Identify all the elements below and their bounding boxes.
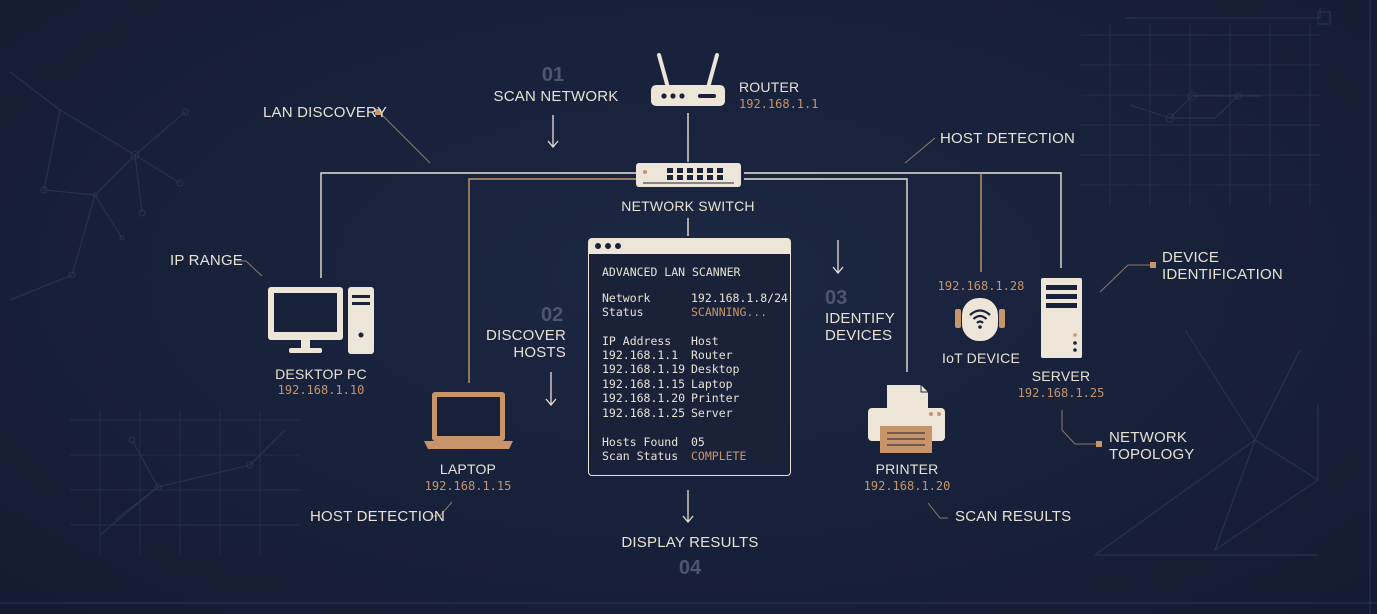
scanner-title-bar xyxy=(589,239,790,254)
iot-device-icon xyxy=(955,298,1005,341)
desktop-ip: 192.168.1.10 xyxy=(277,383,365,397)
iot-ip: 192.168.1.28 xyxy=(937,279,1025,293)
annotation-host-detection-bottom: HOST DETECTION xyxy=(310,508,446,525)
table-row-host: Printer xyxy=(691,391,740,405)
switch-icon xyxy=(636,163,741,187)
step-label-devices: DEVICES xyxy=(825,327,893,344)
status-value: SCANNING... xyxy=(691,305,768,319)
scanner-title: ADVANCED LAN SCANNER xyxy=(602,265,741,279)
hosts-found-label: Hosts Found xyxy=(602,435,679,449)
hosts-found-value: 05 xyxy=(691,435,705,449)
annotation-leaders xyxy=(237,112,1150,519)
window-dot-icon xyxy=(615,243,621,249)
table-row-ip: 192.168.1.20 xyxy=(602,391,686,405)
network-value: 192.168.1.8/24 xyxy=(691,291,788,305)
iot-name: IoT DEVICE xyxy=(942,350,1020,366)
scan-status-label: Scan Status xyxy=(602,449,679,463)
step-label-identify: IDENTIFY xyxy=(825,310,895,327)
server-name: SERVER xyxy=(1031,368,1091,384)
network-label: Network xyxy=(602,291,651,305)
scan-status-value: COMPLETE xyxy=(691,449,747,463)
step-label-scan-network: SCAN NETWORK xyxy=(493,88,619,105)
table-row-host: Laptop xyxy=(691,377,733,391)
router-ip: 192.168.1.1 xyxy=(739,97,819,111)
server-icon xyxy=(1041,278,1082,358)
step-label-hosts: HOSTS xyxy=(513,344,566,361)
column-header-host: Host xyxy=(691,334,719,348)
router-icon xyxy=(651,53,725,106)
status-label: Status xyxy=(602,305,644,319)
laptop-icon xyxy=(424,392,513,449)
annotation-ip-range: IP RANGE xyxy=(170,252,244,269)
server-ip: 192.168.1.25 xyxy=(1017,386,1105,400)
annotation-network-topology: NETWORK xyxy=(1109,429,1188,446)
step-label-display-results: DISPLAY RESULTS xyxy=(621,534,759,551)
table-row-host: Desktop xyxy=(691,362,740,376)
annotation-device-identification-2: IDENTIFICATION xyxy=(1162,266,1283,283)
step-number-03: 03 xyxy=(825,287,848,309)
annotation-scan-results: SCAN RESULTS xyxy=(955,508,1072,525)
flow-arrows xyxy=(545,115,844,524)
annotation-lan-discovery: LAN DISCOVERY xyxy=(263,104,388,121)
annotation-device-identification: DEVICE xyxy=(1162,249,1220,266)
window-dot-icon xyxy=(595,243,601,249)
table-row-ip: 192.168.1.19 xyxy=(602,362,686,376)
step-number-04: 04 xyxy=(678,557,702,579)
scanner-window: ADVANCED LAN SCANNER Network 192.168.1.8… xyxy=(588,238,791,476)
table-row-ip: 192.168.1.25 xyxy=(602,406,686,420)
desktop-name: DESKTOP PC xyxy=(275,366,367,382)
table-row-host: Server xyxy=(691,406,733,420)
router-name: ROUTER xyxy=(739,79,800,95)
table-row-host: Router xyxy=(691,348,733,362)
laptop-ip: 192.168.1.15 xyxy=(424,479,512,493)
printer-icon xyxy=(868,385,945,453)
desktop-pc-icon xyxy=(268,287,374,354)
table-row-ip: 192.168.1.1 xyxy=(602,348,679,362)
column-header-ip: IP Address xyxy=(602,334,672,348)
printer-ip: 192.168.1.20 xyxy=(863,479,951,493)
laptop-name: LAPTOP xyxy=(439,461,497,477)
network-cables xyxy=(320,113,1062,383)
annotation-network-topology-2: TOPOLOGY xyxy=(1109,446,1195,463)
step-number-02: 02 xyxy=(541,304,564,326)
annotation-host-detection-top: HOST DETECTION xyxy=(940,130,1076,147)
switch-name: NETWORK SWITCH xyxy=(621,198,755,214)
step-number-01: 01 xyxy=(541,64,565,86)
window-dot-icon xyxy=(605,243,611,249)
table-row-ip: 192.168.1.15 xyxy=(602,377,686,391)
step-label-discover: DISCOVER xyxy=(486,327,566,344)
printer-name: PRINTER xyxy=(875,461,939,477)
